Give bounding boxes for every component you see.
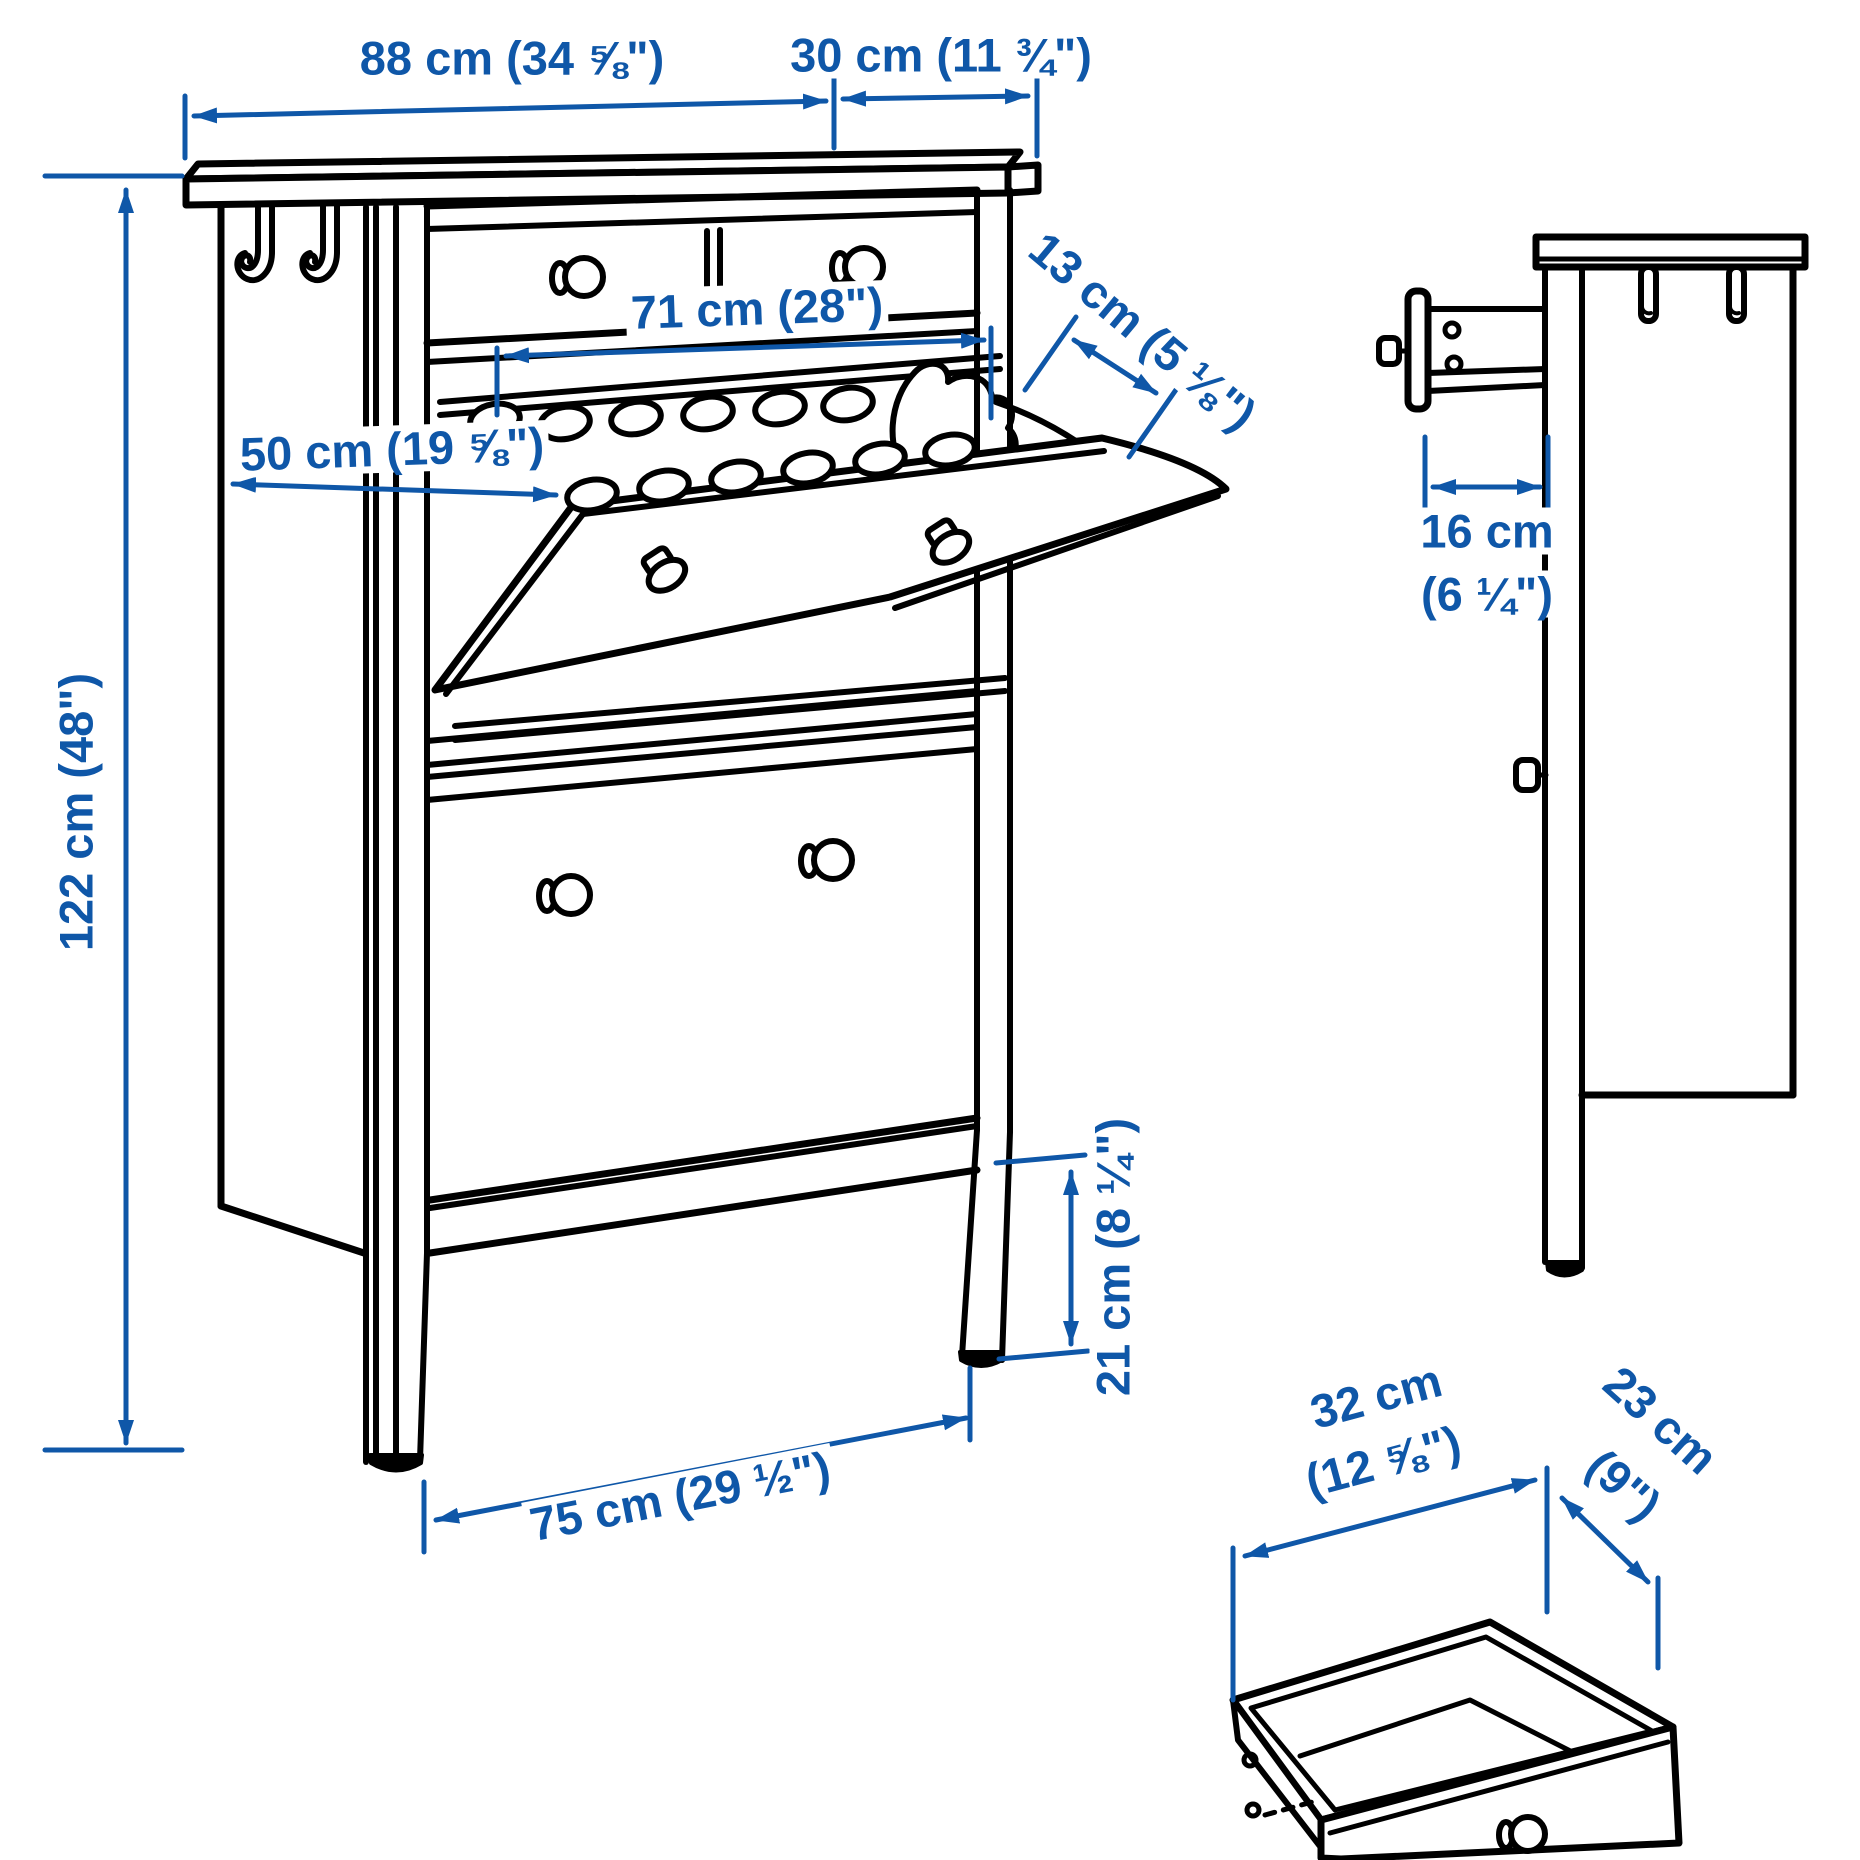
front-view <box>182 148 1230 1473</box>
dim-13-line <box>1071 337 1159 396</box>
front-left-leg <box>368 204 430 1473</box>
dim-23-line <box>1559 1495 1651 1585</box>
dim-label-21: 21 cm (8 ¼") <box>1087 1112 1140 1402</box>
left-side-panel <box>217 203 379 1465</box>
dim-label-30: 30 cm (11 ¾") <box>785 31 1097 79</box>
coat-hooks <box>234 203 340 284</box>
dim-32-line <box>1242 1477 1538 1559</box>
drawer-front-panel <box>1317 1723 1683 1860</box>
drawer-knob <box>1496 1814 1548 1854</box>
side-door-knob <box>1513 757 1549 793</box>
flap-knob <box>640 517 973 594</box>
dim-label-16-in: (6 ¼") <box>1416 570 1558 618</box>
top-rail <box>423 186 981 232</box>
front-right-leg <box>958 187 1013 1368</box>
shoe-hole-row-flap <box>564 431 978 514</box>
drawer-view <box>1229 1618 1683 1860</box>
dim-71-line <box>503 332 987 364</box>
dim-label-50: 50 cm (19 ⅝") <box>234 417 550 481</box>
dim-label-122: 122 cm (48") <box>50 667 103 957</box>
bottom-door <box>536 838 855 917</box>
dimension-lines <box>42 73 1661 1703</box>
bottom-rail <box>426 1114 981 1257</box>
dim-50-line <box>230 476 559 503</box>
dim-label-16-cm: 16 cm <box>1415 507 1559 555</box>
side-panel <box>1542 263 1797 1278</box>
dim-label-71: 71 cm (28") <box>625 277 889 339</box>
dim-30-line <box>840 88 1031 107</box>
side-open-flap <box>1376 287 1548 413</box>
middle-rail <box>424 688 980 803</box>
dim-label-88: 88 cm (34 ⅝") <box>354 34 670 82</box>
side-hooks <box>1638 264 1747 324</box>
knob <box>549 245 886 299</box>
top-board <box>182 148 1042 209</box>
side-top-board <box>1532 233 1809 271</box>
open-flap <box>431 431 1230 697</box>
side-view <box>1376 233 1809 1278</box>
dim-88-line <box>191 93 829 124</box>
